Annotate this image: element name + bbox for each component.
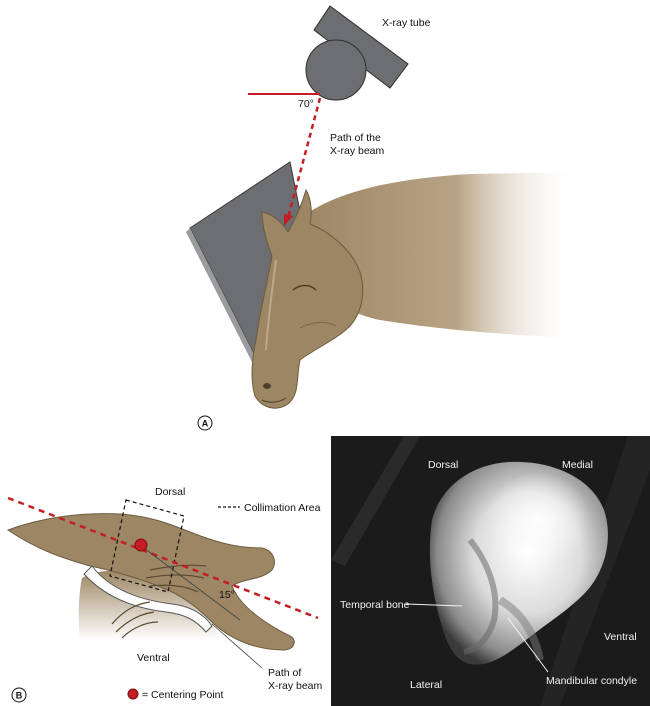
badge-a: A [202, 419, 209, 429]
xray-tube [305, 5, 409, 101]
tube-housing [313, 5, 409, 89]
beam-path-b [7, 496, 319, 620]
horse-mouth [261, 397, 287, 403]
radiograph-lateral-label: Lateral [410, 679, 442, 691]
panel-b-drawing: Dorsal Collimation Area 15° Ventral Path… [6, 486, 323, 703]
dorsal-label-b: Dorsal [155, 486, 185, 498]
angle-label-15: 15° [219, 589, 235, 601]
tube-head [305, 39, 367, 101]
ventral-label-b: Ventral [137, 652, 170, 664]
cassette-b [83, 565, 213, 633]
beam-label-a-line1: Path of the [330, 132, 381, 144]
tube-label: X-ray tube [382, 17, 431, 29]
mandibular-condyle-label: Mandibular condyle [546, 675, 637, 687]
mane-marks [111, 564, 207, 639]
beam-label-b-line1: Path of [268, 667, 301, 679]
temporal-bone-label: Temporal bone [340, 599, 410, 611]
beam-label-b-leader [211, 623, 263, 669]
centering-point [134, 538, 148, 552]
beam-path-a [286, 97, 322, 219]
temporal-bone-leader [405, 603, 463, 607]
condyle-shadow [497, 596, 544, 661]
badge-a-circle [197, 415, 213, 431]
centering-legend-label: = Centering Point [142, 689, 224, 701]
horse-head [251, 188, 364, 409]
cassette-edge [186, 228, 258, 366]
horse-face-line [299, 321, 337, 329]
bone-core [486, 472, 590, 568]
beam-label-b-line2: X-ray beam [268, 680, 323, 692]
centering-legend-dot [127, 688, 139, 700]
badge-b: B [16, 691, 23, 701]
radiograph-medial-label: Medial [562, 459, 593, 471]
angle-reference-line-b [139, 544, 241, 621]
angle-label-70: 70° [298, 98, 314, 110]
panel-b-radiograph: Dorsal Medial Temporal bone Ventral Late… [331, 436, 650, 706]
panel-a: X-ray tube 70° Path of the X-ray beam A [186, 5, 580, 431]
beam-label-a-line2: X-ray beam [330, 145, 385, 157]
radiograph-ventral-label: Ventral [604, 631, 637, 643]
horse-blaze [265, 259, 277, 351]
mandibular-condyle-leader [507, 617, 549, 673]
radiograph-dorsal-label: Dorsal [428, 459, 458, 471]
horse-nostril [263, 383, 271, 389]
horse-neck [305, 172, 580, 338]
collimation-legend-label: Collimation Area [244, 502, 321, 514]
radiograph-band-left [331, 436, 420, 566]
horse-head-b [6, 513, 295, 651]
beam-arrowhead-a [284, 214, 293, 226]
badge-b-circle [11, 687, 27, 703]
bone-shadow [463, 538, 499, 655]
horse-eye [292, 284, 317, 291]
